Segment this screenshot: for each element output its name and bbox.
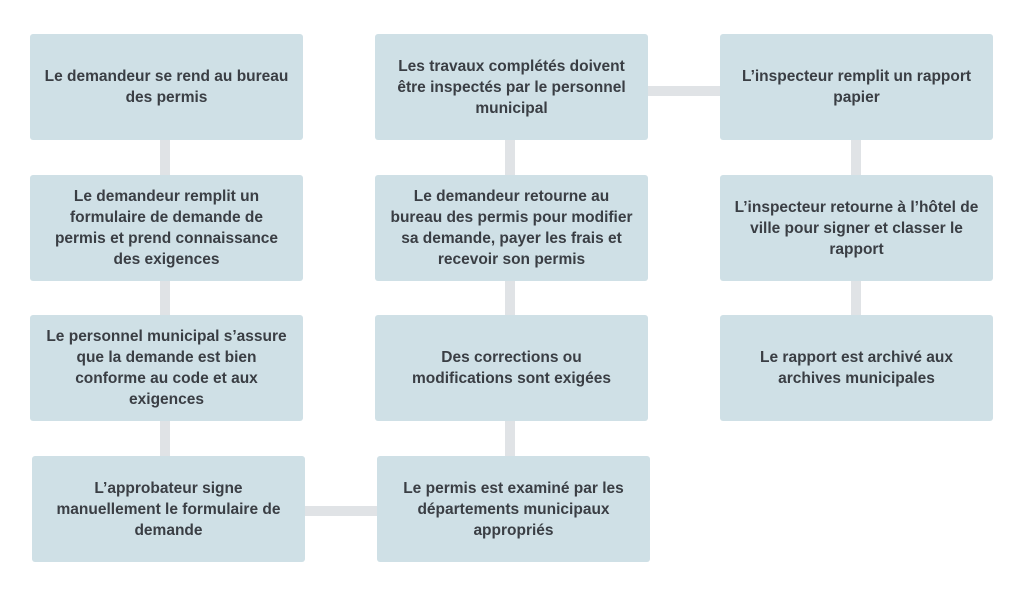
connector-10-11 <box>851 278 861 318</box>
connector-4-5 <box>303 506 381 516</box>
step-2-label: Le demandeur remplit un formulaire de de… <box>54 188 279 268</box>
step-5-label: Le permis est examiné par les départemen… <box>403 479 624 539</box>
connector-3-4 <box>160 419 170 459</box>
step-7-box: Le demandeur retourne au bureau des perm… <box>375 175 648 281</box>
step-6-box: Des corrections ou modifications sont ex… <box>375 315 648 421</box>
step-1-box: Le demandeur se rend au bureau des permi… <box>30 34 303 140</box>
step-3-label: Le personnel municipal s’assure que la d… <box>46 328 287 408</box>
connector-2-3 <box>160 278 170 318</box>
step-10-label: L’inspecteur retourne à l’hôtel de ville… <box>734 198 979 258</box>
step-4-label: L’approbateur signe manuellement le form… <box>56 479 281 539</box>
step-3-box: Le personnel municipal s’assure que la d… <box>30 315 303 421</box>
step-11-box: Le rapport est archivé aux archives muni… <box>720 315 993 421</box>
step-5-box: Le permis est examiné par les départemen… <box>377 456 650 562</box>
connector-9-10 <box>851 138 861 178</box>
connector-1-2 <box>160 138 170 178</box>
connector-7-8 <box>505 138 515 178</box>
step-7-label: Le demandeur retourne au bureau des perm… <box>390 188 633 268</box>
step-11-label: Le rapport est archivé aux archives muni… <box>760 349 953 387</box>
step-1-label: Le demandeur se rend au bureau des permi… <box>44 68 289 106</box>
connector-6-7 <box>505 278 515 318</box>
step-6-label: Des corrections ou modifications sont ex… <box>412 349 611 387</box>
step-9-box: L’inspecteur remplit un rapport papier <box>720 34 993 140</box>
step-9-label: L’inspecteur remplit un rapport papier <box>741 68 972 106</box>
step-2-box: Le demandeur remplit un formulaire de de… <box>30 175 303 281</box>
step-8-box: Les travaux complétés doivent être inspe… <box>375 34 648 140</box>
step-10-box: L’inspecteur retourne à l’hôtel de ville… <box>720 175 993 281</box>
step-8-label: Les travaux complétés doivent être inspe… <box>397 57 626 117</box>
connector-5-6 <box>505 419 515 459</box>
step-4-box: L’approbateur signe manuellement le form… <box>32 456 305 562</box>
connector-8-9 <box>646 86 724 96</box>
